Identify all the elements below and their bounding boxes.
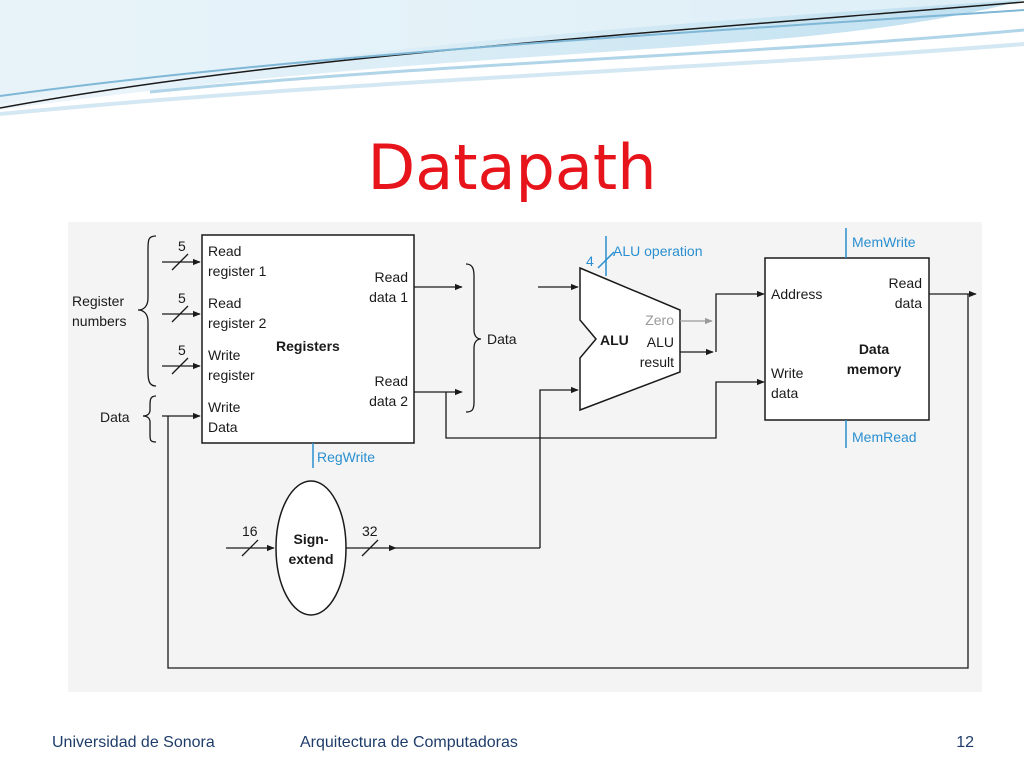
- alu-result-label: ALU: [647, 334, 674, 350]
- sign-extend-input-width: 16: [242, 523, 258, 539]
- data-left-brace: [142, 395, 157, 443]
- memory-write-data-label: Write: [771, 365, 804, 381]
- header-banner: [0, 0, 1024, 116]
- alu-zero-label: Zero: [645, 312, 674, 328]
- sign-extend-block: [275, 480, 347, 616]
- footer-course: Arquitectura de Computadoras: [300, 734, 518, 751]
- data-memory-block: [764, 257, 930, 421]
- register-numbers-label-2: numbers: [72, 313, 126, 329]
- registers-name: Registers: [276, 338, 340, 354]
- registers-block: [201, 234, 415, 444]
- read-register-1-width: 5: [178, 238, 186, 254]
- alu-name: ALU: [600, 332, 629, 348]
- footer-page-number: 12: [956, 734, 974, 751]
- alu-operation-width: 4: [586, 253, 594, 269]
- slide-title: Datapath: [367, 131, 657, 204]
- memory-read-data-label: Read: [889, 275, 922, 291]
- read-data-1-label-2: data 1: [369, 289, 408, 305]
- sign-extend-output-width: 32: [362, 523, 378, 539]
- write-register-width: 5: [178, 342, 186, 358]
- read-data-2-label: Read: [375, 373, 408, 389]
- register-numbers-brace: [137, 235, 157, 387]
- read-register-2-width: 5: [178, 290, 186, 306]
- data-left-label: Data: [100, 409, 130, 425]
- read-register-2-label-2: register 2: [208, 315, 267, 331]
- read-register-1-label-2: register 1: [208, 263, 267, 279]
- write-register-label-2: register: [208, 367, 255, 383]
- memory-read-data-label-2: data: [895, 295, 922, 311]
- memory-output-wires: [167, 290, 977, 669]
- data-middle-brace: [465, 263, 482, 413]
- memory-address-label: Address: [771, 286, 822, 302]
- alu-result-label-2: result: [640, 354, 674, 370]
- sign-extend-name-2: extend: [288, 551, 333, 567]
- read-register-1-label: Read: [208, 243, 241, 259]
- alu-operation-slash: [597, 251, 615, 269]
- read-register-2-label: Read: [208, 295, 241, 311]
- read-data-1-label: Read: [375, 269, 408, 285]
- register-input-wires: [162, 253, 201, 420]
- sign-extend-name: Sign-: [294, 531, 329, 547]
- memread-label: MemRead: [852, 429, 917, 445]
- read-data-wires: [414, 283, 765, 548]
- sign-extend-wires: [226, 539, 540, 557]
- regwrite-label: RegWrite: [317, 449, 375, 465]
- read-data-2-label-2: data 2: [369, 393, 408, 409]
- alu-block: [579, 266, 681, 412]
- write-data-label: Write: [208, 399, 241, 415]
- write-register-label: Write: [208, 347, 241, 363]
- register-numbers-label: Register: [72, 293, 124, 309]
- alu-result-wires: [680, 290, 765, 356]
- alu-operation-label: ALU operation: [613, 243, 703, 259]
- data-memory-name: Data: [859, 341, 890, 357]
- write-data-label-2: Data: [208, 419, 238, 435]
- memwrite-label: MemWrite: [852, 234, 916, 250]
- data-memory-name-2: memory: [847, 361, 902, 377]
- footer-institution: Universidad de Sonora: [52, 734, 215, 751]
- memory-write-data-label-2: data: [771, 385, 798, 401]
- data-middle-label: Data: [487, 331, 517, 347]
